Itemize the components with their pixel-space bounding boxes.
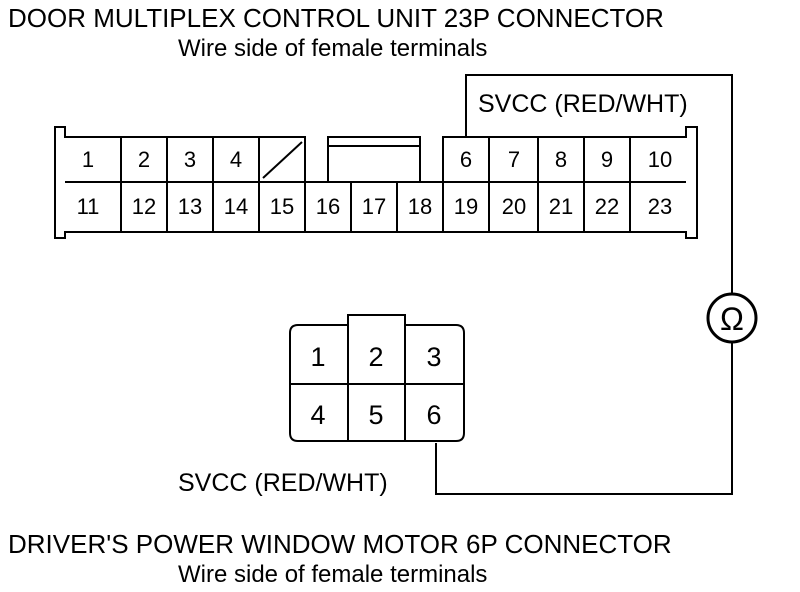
pin-23p-4: 4 bbox=[230, 147, 242, 172]
connector-6p-title: DRIVER'S POWER WINDOW MOTOR 6P CONNECTOR bbox=[8, 529, 672, 559]
pin-23p-15: 15 bbox=[270, 194, 294, 219]
pin-23p-22: 22 bbox=[595, 194, 619, 219]
pin-6p-3: 3 bbox=[426, 342, 441, 372]
pin-6p-6: 6 bbox=[426, 400, 441, 430]
ohmmeter-icon: Ω bbox=[706, 292, 758, 344]
pin-23p-8: 8 bbox=[555, 147, 567, 172]
connector-23p-subtitle: Wire side of female terminals bbox=[178, 35, 487, 62]
pin-23p-3: 3 bbox=[184, 147, 196, 172]
pin-23p-13: 13 bbox=[178, 194, 202, 219]
pin-6p-4: 4 bbox=[310, 400, 325, 430]
pin-23p-16: 16 bbox=[316, 194, 340, 219]
pin-6p-1: 1 bbox=[310, 342, 325, 372]
pin-23p-20: 20 bbox=[502, 194, 526, 219]
pin-23p-2: 2 bbox=[138, 147, 150, 172]
pin-23p-17: 17 bbox=[362, 194, 386, 219]
pin-23p-6: 6 bbox=[460, 147, 472, 172]
wire-label-23p: SVCC (RED/WHT) bbox=[478, 90, 688, 118]
pin-23p-1: 1 bbox=[82, 147, 94, 172]
connector-23p: 1 2 3 4 6 7 8 9 10 11 12 13 14 15 16 17 … bbox=[54, 126, 698, 239]
pin-23p-11: 11 bbox=[77, 194, 100, 219]
wire-svcc-lower bbox=[435, 342, 733, 495]
pin-23p-7: 7 bbox=[508, 147, 520, 172]
wire-label-6p: SVCC (RED/WHT) bbox=[178, 469, 388, 497]
pin-23p-19: 19 bbox=[454, 194, 478, 219]
pin-23p-14: 14 bbox=[224, 194, 248, 219]
wire-svcc-upper bbox=[465, 74, 733, 294]
connector-6p-subtitle: Wire side of female terminals bbox=[178, 561, 487, 588]
pin-23p-10: 10 bbox=[648, 147, 672, 172]
ohm-symbol: Ω bbox=[720, 301, 744, 337]
pin-6p-5: 5 bbox=[368, 400, 383, 430]
pin-23p-12: 12 bbox=[132, 194, 156, 219]
connector-6p: 1 2 3 4 5 6 bbox=[289, 314, 465, 442]
empty-cavity-mark bbox=[262, 141, 303, 179]
pin-23p-23: 23 bbox=[648, 194, 672, 219]
connector-23p-title: DOOR MULTIPLEX CONTROL UNIT 23P CONNECTO… bbox=[8, 3, 664, 33]
pin-23p-18: 18 bbox=[408, 194, 432, 219]
pin-6p-2: 2 bbox=[368, 342, 383, 372]
pin-23p-21: 21 bbox=[549, 194, 573, 219]
pin-23p-9: 9 bbox=[601, 147, 613, 172]
